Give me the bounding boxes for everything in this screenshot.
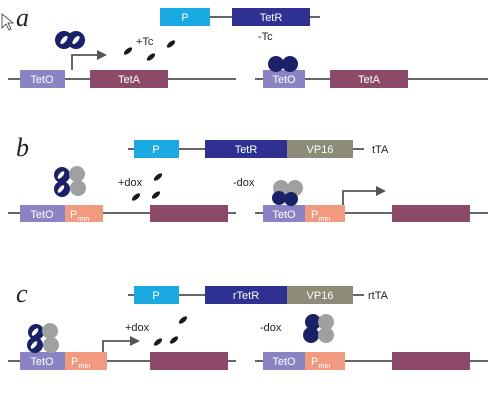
panel-b-left-tta-dox-complex xyxy=(54,166,86,197)
panel-letter-a: a xyxy=(16,3,29,32)
doxycycline-molecules-c xyxy=(153,316,188,346)
panel-a-right-teta-box xyxy=(330,70,408,88)
panel-a-left-teta-label: TetA xyxy=(118,74,141,86)
panel-c-vp16-label: VP16 xyxy=(307,290,334,302)
panel-b-vp16-label: VP16 xyxy=(307,144,334,156)
panel-b-left-gene-box xyxy=(150,205,228,222)
panel-c-right-teto-label: TetO xyxy=(272,356,296,368)
panel-a-right-tag: -Tc xyxy=(258,31,273,43)
panel-a-bound-tetr xyxy=(268,56,298,72)
panel-letter-c: c xyxy=(16,279,28,308)
panel-a-tetr-box xyxy=(232,8,310,26)
panel-b-tetr-label: TetR xyxy=(235,144,258,156)
panel-b-right-teto-box xyxy=(263,205,305,222)
panel-a-left-teto-label: TetO xyxy=(30,74,54,86)
panel-b-transcription-arrow xyxy=(342,186,386,205)
panel-a-left-teto-box xyxy=(20,70,65,88)
panel-c-promoter-label: P xyxy=(152,290,159,302)
panel-b-product-label: tTA xyxy=(372,144,389,156)
panel-c-bound-rtta-dox xyxy=(27,323,59,353)
panel-b-right-tag: -dox xyxy=(233,177,255,189)
panel-c-right-teto-box xyxy=(263,352,305,370)
tetracycline-molecules xyxy=(123,40,176,61)
panel-b-left-teto-label: TetO xyxy=(30,209,54,221)
panel-b-tetr-box xyxy=(205,140,287,158)
panel-a: a P TetR TetO TetA +Tc TetO Te xyxy=(8,3,488,88)
panel-c-right-pmin-label: Pmin xyxy=(311,356,330,370)
panel-a-tetr-label: TetR xyxy=(260,12,283,24)
panel-c-right-pmin-box xyxy=(305,352,345,370)
panel-c-rtetr-label: rTetR xyxy=(233,290,259,302)
panel-c-product-label: rtTA xyxy=(368,290,389,302)
panel-a-left-teta-box xyxy=(90,70,168,88)
panel-b-left-tag: +dox xyxy=(118,177,143,189)
panel-b-vp16-box xyxy=(287,140,353,158)
panel-b-right-teto-label: TetO xyxy=(272,209,296,221)
panel-c-left-pmin-label: Pmin xyxy=(71,356,90,370)
panel-c-left-teto-label: TetO xyxy=(30,356,54,368)
panel-c-promoter-box xyxy=(134,286,179,304)
panel-a-transcription-arrow xyxy=(71,50,107,70)
panel-c-transcription-arrow xyxy=(102,336,140,352)
panel-b-right-pmin-box xyxy=(305,205,345,222)
panel-c-rtetr-box xyxy=(205,286,287,304)
panel-b-promoter-label: P xyxy=(152,144,159,156)
panel-b-right-gene-box xyxy=(392,205,470,222)
cursor-icon xyxy=(1,13,15,31)
panel-a-left-tag: +Tc xyxy=(136,36,154,48)
panel-a-promoter-label: P xyxy=(181,12,188,24)
panel-a-right-teta-label: TetA xyxy=(358,74,381,86)
panel-c-left-teto-box xyxy=(20,352,65,370)
panel-a-right-teto-box xyxy=(263,70,305,88)
panel-a-right-teto-label: TetO xyxy=(272,74,296,86)
panel-c-left-tag: +dox xyxy=(125,322,150,334)
panel-c-right-tag: -dox xyxy=(260,322,282,334)
panel-b-bound-tta xyxy=(272,180,303,206)
panel-c-right-gene-box xyxy=(392,352,470,370)
panel-letter-b: b xyxy=(16,133,29,162)
doxycycline-molecules-b xyxy=(131,173,163,201)
panel-a-promoter-box xyxy=(160,8,210,26)
panel-b-left-teto-box xyxy=(20,205,65,222)
panel-c-left-pmin-box xyxy=(65,352,107,370)
panel-c: c P rTetR VP16 rtTA TetO Pmin +dox xyxy=(8,279,488,370)
panel-c-left-gene-box xyxy=(150,352,228,370)
panel-b-left-pmin-label: Pmin xyxy=(70,209,89,223)
panel-b-promoter-box xyxy=(134,140,179,158)
panel-b-right-pmin-label: Pmin xyxy=(311,209,330,223)
panel-c-vp16-box xyxy=(287,286,353,304)
panel-b: b P TetR VP16 tTA TetO Pmin +dox xyxy=(8,133,488,223)
panel-c-free-rtta xyxy=(303,314,334,343)
panel-b-left-pmin-box xyxy=(65,205,103,222)
panel-a-tetr-tc-complex xyxy=(55,31,85,49)
